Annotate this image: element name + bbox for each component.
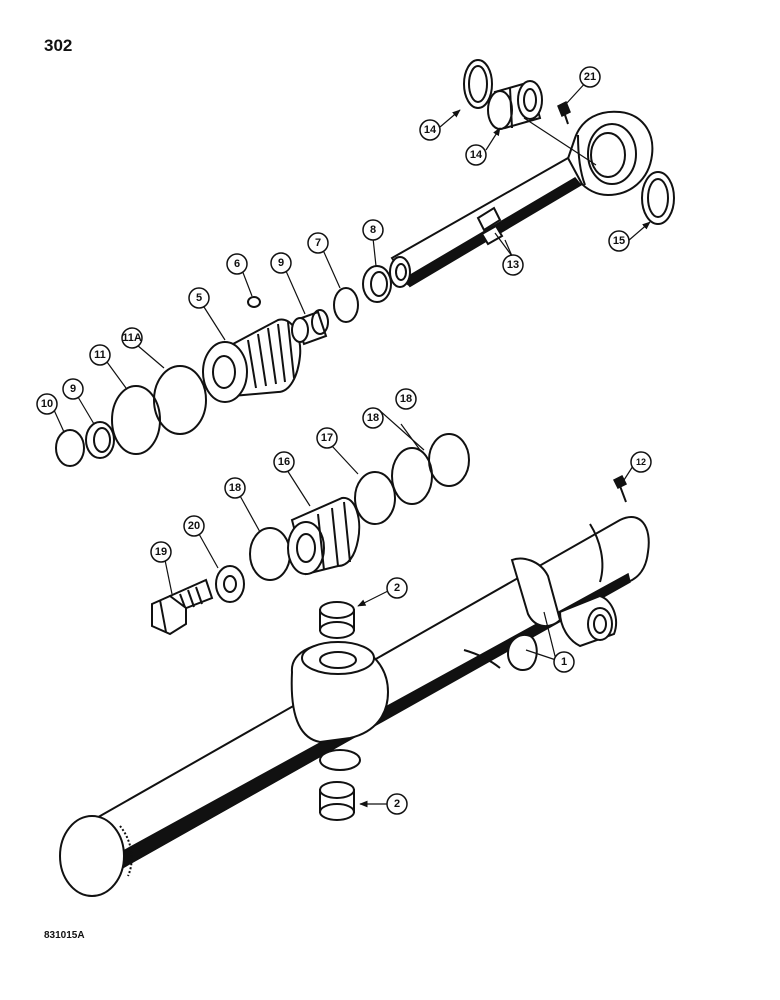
svg-text:6: 6 — [234, 258, 240, 270]
svg-text:11A: 11A — [122, 332, 142, 344]
callout-14-upper: 14 — [419, 119, 441, 141]
snap-ring-14-upper — [463, 59, 493, 109]
callout-14-lower: 15 — [608, 230, 630, 252]
seal-17 — [391, 447, 433, 505]
svg-text:8: 8 — [370, 224, 376, 236]
wear-ring-18-left — [249, 527, 291, 581]
pin-bushing-2-upper — [319, 601, 355, 639]
svg-text:7: 7 — [315, 237, 321, 249]
screw-11A — [612, 474, 628, 503]
rod-bushing-13 — [487, 80, 543, 130]
svg-text:2: 2 — [394, 798, 400, 810]
set-screw-4 — [247, 296, 261, 308]
callout-18-right: 18 — [395, 388, 417, 410]
piston-15 — [287, 496, 361, 576]
callout-2-lower: 2 — [386, 793, 408, 815]
svg-text:10: 10 — [41, 398, 53, 410]
svg-text:1: 1 — [561, 656, 567, 668]
rod-eye-end — [558, 110, 654, 197]
bushing-7 — [291, 309, 329, 346]
leader-lines — [53, 79, 651, 808]
page-number: 302 — [44, 36, 73, 55]
svg-text:12: 12 — [636, 457, 646, 467]
callout-2-upper: 2 — [386, 577, 408, 599]
svg-text:14: 14 — [424, 124, 437, 136]
seal-5 — [333, 287, 359, 323]
callout-8: 9 — [62, 378, 84, 400]
bolt-19 — [151, 578, 214, 636]
svg-text:17: 17 — [321, 432, 333, 444]
tube-bend — [463, 649, 501, 669]
gland-3 — [202, 318, 302, 403]
callout-7: 9 — [270, 252, 292, 274]
svg-text:21: 21 — [584, 71, 596, 83]
washer-20 — [215, 565, 245, 603]
callout-20: 20 — [183, 515, 205, 537]
backup-ring-11 — [153, 365, 207, 435]
callout-11A: 12 — [630, 451, 652, 473]
callout-17: 18 — [362, 407, 384, 429]
callout-18-left: 18 — [224, 477, 246, 499]
svg-text:18: 18 — [367, 412, 379, 424]
callout-1: 1 — [553, 651, 575, 673]
snap-ring-14-lower — [641, 171, 675, 225]
svg-text:20: 20 — [188, 520, 200, 532]
callout-19: 19 — [150, 541, 172, 563]
port-fitting — [558, 594, 618, 648]
pin-bushing-2-lower — [319, 781, 355, 821]
seal-16 — [354, 471, 396, 525]
svg-text:9: 9 — [278, 257, 284, 269]
wear-ring-18-right — [428, 433, 470, 487]
backup-ring-9 — [55, 429, 85, 467]
svg-text:11: 11 — [94, 349, 106, 361]
svg-text:9: 9 — [70, 383, 76, 395]
svg-text:18: 18 — [229, 482, 241, 494]
callout-11: 11A — [121, 327, 143, 349]
piston-rod — [389, 156, 584, 288]
svg-text:16: 16 — [278, 456, 290, 468]
callout-13: 14 — [465, 144, 487, 166]
callout-3: 5 — [188, 287, 210, 309]
callout-16: 17 — [316, 427, 338, 449]
callout-9: 10 — [36, 393, 58, 415]
svg-text:14: 14 — [470, 149, 483, 161]
seal-8 — [85, 421, 115, 459]
figure-code: 831015A — [44, 930, 85, 941]
pivot-boss — [290, 641, 390, 771]
callout-21: 21 — [579, 66, 601, 88]
svg-text:5: 5 — [196, 292, 202, 304]
callout-10: 11 — [89, 344, 111, 366]
callout-12: 13 — [502, 254, 524, 276]
callout-15: 16 — [273, 451, 295, 473]
svg-text:15: 15 — [613, 235, 625, 247]
svg-text:19: 19 — [155, 546, 167, 558]
svg-text:18: 18 — [400, 393, 412, 405]
grease-fitting-21 — [557, 100, 571, 125]
callout-5: 7 — [307, 232, 329, 254]
svg-text:13: 13 — [507, 259, 519, 271]
callout-6: 8 — [362, 219, 384, 241]
o-ring-10 — [111, 385, 161, 455]
svg-text:2: 2 — [394, 582, 400, 594]
callout-4: 6 — [226, 253, 248, 275]
wiper-6 — [362, 265, 392, 303]
